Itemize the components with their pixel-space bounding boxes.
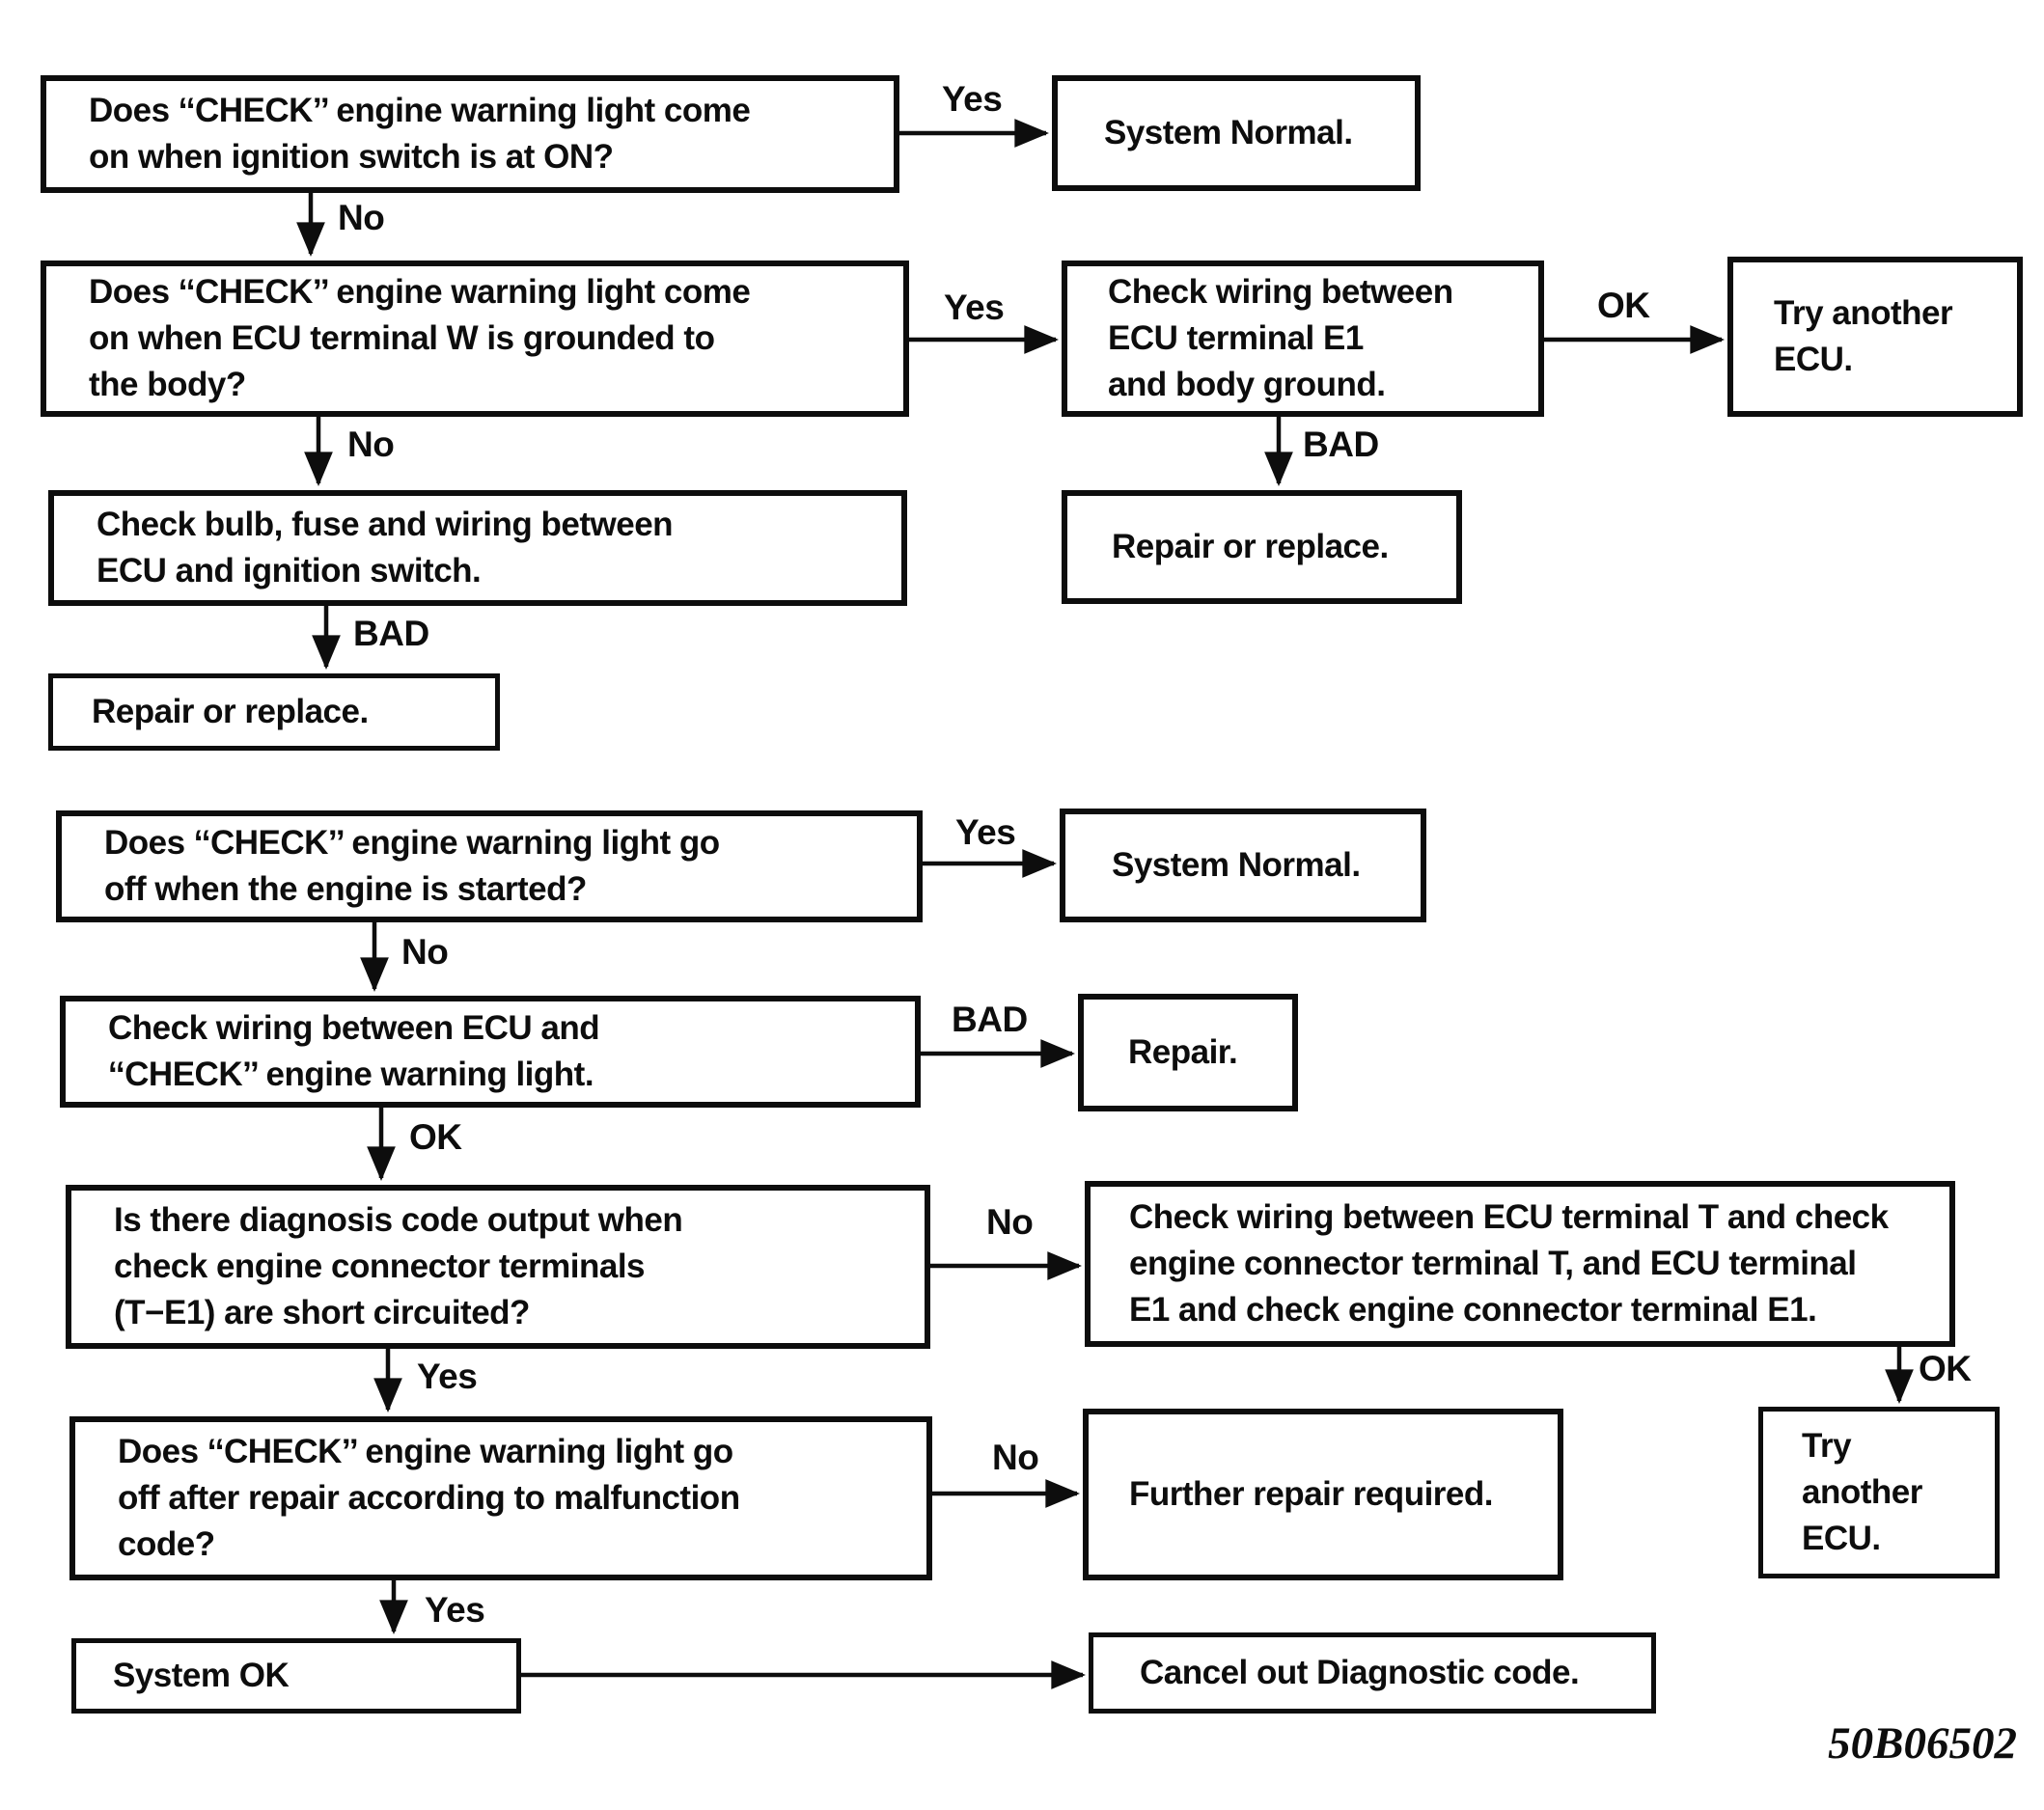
edge-label-yes-2: Yes xyxy=(944,288,1005,327)
node-check-bulb-fuse: Check bulb, fuse and wiring between ECU … xyxy=(48,490,907,606)
node-try-another-ecu-2: Try another ECU. xyxy=(1758,1407,2000,1578)
edge-label-no-2: No xyxy=(347,425,395,464)
node-system-normal-2: System Normal. xyxy=(1060,809,1426,922)
node-check-wiring-light: Check wiring between ECU and ‘‘CHECK’’ e… xyxy=(60,996,921,1108)
node-further-repair: Further repair required. xyxy=(1083,1409,1563,1580)
node-q-light-off-after-repair: Does ‘‘CHECK’’ engine warning light go o… xyxy=(69,1416,932,1580)
node-system-ok: System OK xyxy=(71,1638,521,1714)
node-repair-or-replace-1: Repair or replace. xyxy=(1062,490,1462,604)
edge-label-yes-1: Yes xyxy=(942,79,1003,119)
node-repair: Repair. xyxy=(1078,994,1298,1111)
edge-label-ok-2: OK xyxy=(409,1117,462,1157)
edge-label-no-5: No xyxy=(992,1438,1039,1477)
node-repair-or-replace-2: Repair or replace. xyxy=(48,673,500,751)
edge-label-yes-4: Yes xyxy=(417,1357,478,1396)
node-check-wiring-t-e1: Check wiring between ECU terminal T and … xyxy=(1085,1181,1955,1347)
node-system-normal-1: System Normal. xyxy=(1052,75,1421,191)
node-cancel-code: Cancel out Diagnostic code. xyxy=(1089,1632,1656,1714)
edge-label-no-3: No xyxy=(401,932,449,972)
edge-label-ok-3: OK xyxy=(1919,1349,1972,1388)
node-try-another-ecu-1: Try another ECU. xyxy=(1727,257,2023,417)
edge-label-no-4: No xyxy=(986,1202,1034,1242)
node-q-light-off-started: Does ‘‘CHECK’’ engine warning light go o… xyxy=(56,810,923,922)
figure-code: 50B06502 xyxy=(1828,1718,2017,1769)
node-q-light-ignition: Does ‘‘CHECK’’ engine warning light come… xyxy=(41,75,899,193)
node-q-diagnosis-code: Is there diagnosis code output when chec… xyxy=(66,1185,930,1349)
edge-label-yes-5: Yes xyxy=(425,1590,485,1630)
edge-label-yes-3: Yes xyxy=(955,812,1016,852)
edge-label-no-1: No xyxy=(338,198,385,237)
edge-label-bad-2: BAD xyxy=(353,614,429,653)
edge-label-ok-1: OK xyxy=(1597,286,1650,325)
edge-label-bad-3: BAD xyxy=(952,1000,1028,1039)
node-q-light-terminal-w: Does ‘‘CHECK’’ engine warning light come… xyxy=(41,261,909,417)
edge-label-bad-1: BAD xyxy=(1303,425,1379,464)
node-check-wiring-e1-ground: Check wiring between ECU terminal E1 and… xyxy=(1062,261,1544,417)
